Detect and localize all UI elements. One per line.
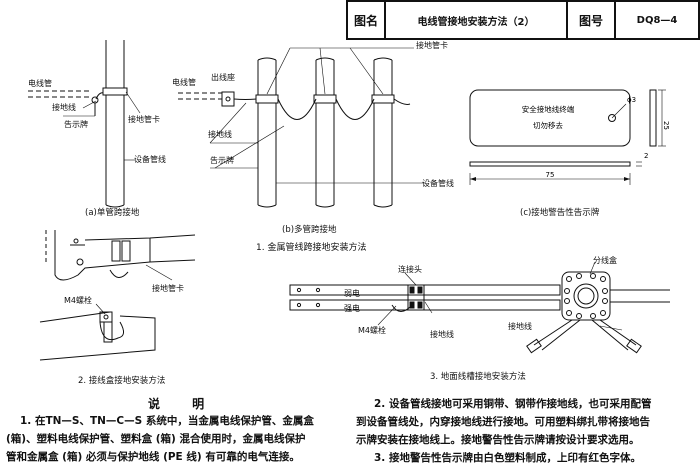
title-number-label-cell: 图号 bbox=[566, 0, 616, 40]
fig-b-outlet-box-label: 出线座 bbox=[211, 73, 235, 82]
dim-height: 25 bbox=[662, 121, 670, 130]
fig-3-strong-label: 强电 bbox=[344, 304, 360, 313]
note-line: 1. 在TN—S、TN—C—S 系统中，当金属电线保护管、金属盒 bbox=[20, 415, 314, 427]
fig-b-conduit-label: 电线管 bbox=[172, 78, 196, 87]
fig-3-caption: 3. 地面线槽接地安装方法 bbox=[430, 372, 526, 382]
fig-b-caption: (b)多管跨接地 bbox=[282, 225, 337, 235]
note-line: 到设备管线处，内穿接地线进行接地。可用塑料绑扎带将接地告 bbox=[356, 416, 650, 428]
title-name-value-cell: 电线管接地安装方法（2） bbox=[384, 0, 568, 40]
section-1-title: 1. 金属管线跨接地安装方法 bbox=[256, 243, 367, 253]
fig-3-ground-wire-right-label: 接地线 bbox=[508, 322, 532, 331]
note-line: 示牌安装在接地线上。接地警告性告示牌请按设计要求选用。 bbox=[356, 434, 640, 446]
fig-a-clamp-label: 接地管卡 bbox=[128, 115, 160, 124]
fig-b-drawing bbox=[178, 47, 425, 208]
fig-3-weak-label: 弱电 bbox=[344, 289, 360, 298]
plate-text-1: 安全接地线终端 bbox=[522, 104, 575, 114]
title-name-label: 图名 bbox=[353, 13, 378, 28]
fig-a-equipment-pipe-label: 设备管线 bbox=[134, 155, 166, 164]
note-line: 2. 设备管线接地可采用铜带、钢带作接地线，也可采用配管 bbox=[374, 398, 652, 410]
dim-hole: ϕ3 bbox=[627, 96, 636, 104]
fig-b-clamp-label: 接地管卡 bbox=[416, 41, 448, 50]
fig-a-sign-label: 告示牌 bbox=[64, 120, 88, 129]
fig-2-bolt-label: M4螺栓 bbox=[64, 296, 92, 305]
title-name-label-cell: 图名 bbox=[346, 0, 386, 40]
fig-a-conduit-label: 电线管 bbox=[28, 79, 52, 88]
fig-2-caption: 2. 接线盒接地安装方法 bbox=[78, 376, 166, 386]
drawing-title: 电线管接地安装方法（2） bbox=[417, 16, 535, 28]
fig-3-junction-box-label: 分线盒 bbox=[593, 256, 617, 265]
fig-3-ground-wire-bottom-label: 接地线 bbox=[430, 330, 454, 339]
note-line: 管和金属盒 (箱) 必须与保护地线 (PE 线) 有可靠的电气连接。 bbox=[6, 451, 300, 463]
drawing-number: DQ8—4 bbox=[636, 14, 678, 26]
fig-a-caption: (a)单管跨接地 bbox=[85, 208, 140, 218]
fig-2-clamp-label: 接地管卡 bbox=[152, 284, 184, 293]
fig-3-connector-label: 连接头 bbox=[398, 265, 422, 274]
dim-thickness: 2 bbox=[644, 152, 648, 160]
fig-c-caption: (c)接地警告性告示牌 bbox=[520, 208, 600, 218]
fig-b-sign-label: 告示牌 bbox=[210, 156, 234, 165]
fig-3-drawing bbox=[289, 261, 670, 354]
fig-a-drawing bbox=[28, 40, 141, 208]
fig-b-ground-wire-label: 接地线 bbox=[208, 130, 232, 139]
notes-heading: 说 明 bbox=[148, 397, 219, 411]
title-number-value-cell: DQ8—4 bbox=[614, 0, 700, 40]
title-number-label: 图号 bbox=[578, 13, 603, 28]
fig-b-equipment-pipe-label: 设备管线 bbox=[422, 179, 454, 188]
note-line: 3. 接地警告性告示牌由白色塑料制成，上印有红色字体。 bbox=[374, 452, 641, 464]
dim-length: 75 bbox=[546, 171, 555, 179]
note-line: (箱)、塑料电线保护管、塑料盒 (箱) 混合使用时，金属电线保护 bbox=[6, 433, 306, 445]
warning-plate-drawing bbox=[469, 89, 666, 185]
fig-3-bolt-label: M4螺栓 bbox=[358, 326, 386, 335]
plate-text-2: 切勿移去 bbox=[533, 120, 563, 130]
fig-2-drawing bbox=[39, 230, 196, 361]
fig-a-ground-wire-label: 接地线 bbox=[52, 103, 76, 112]
